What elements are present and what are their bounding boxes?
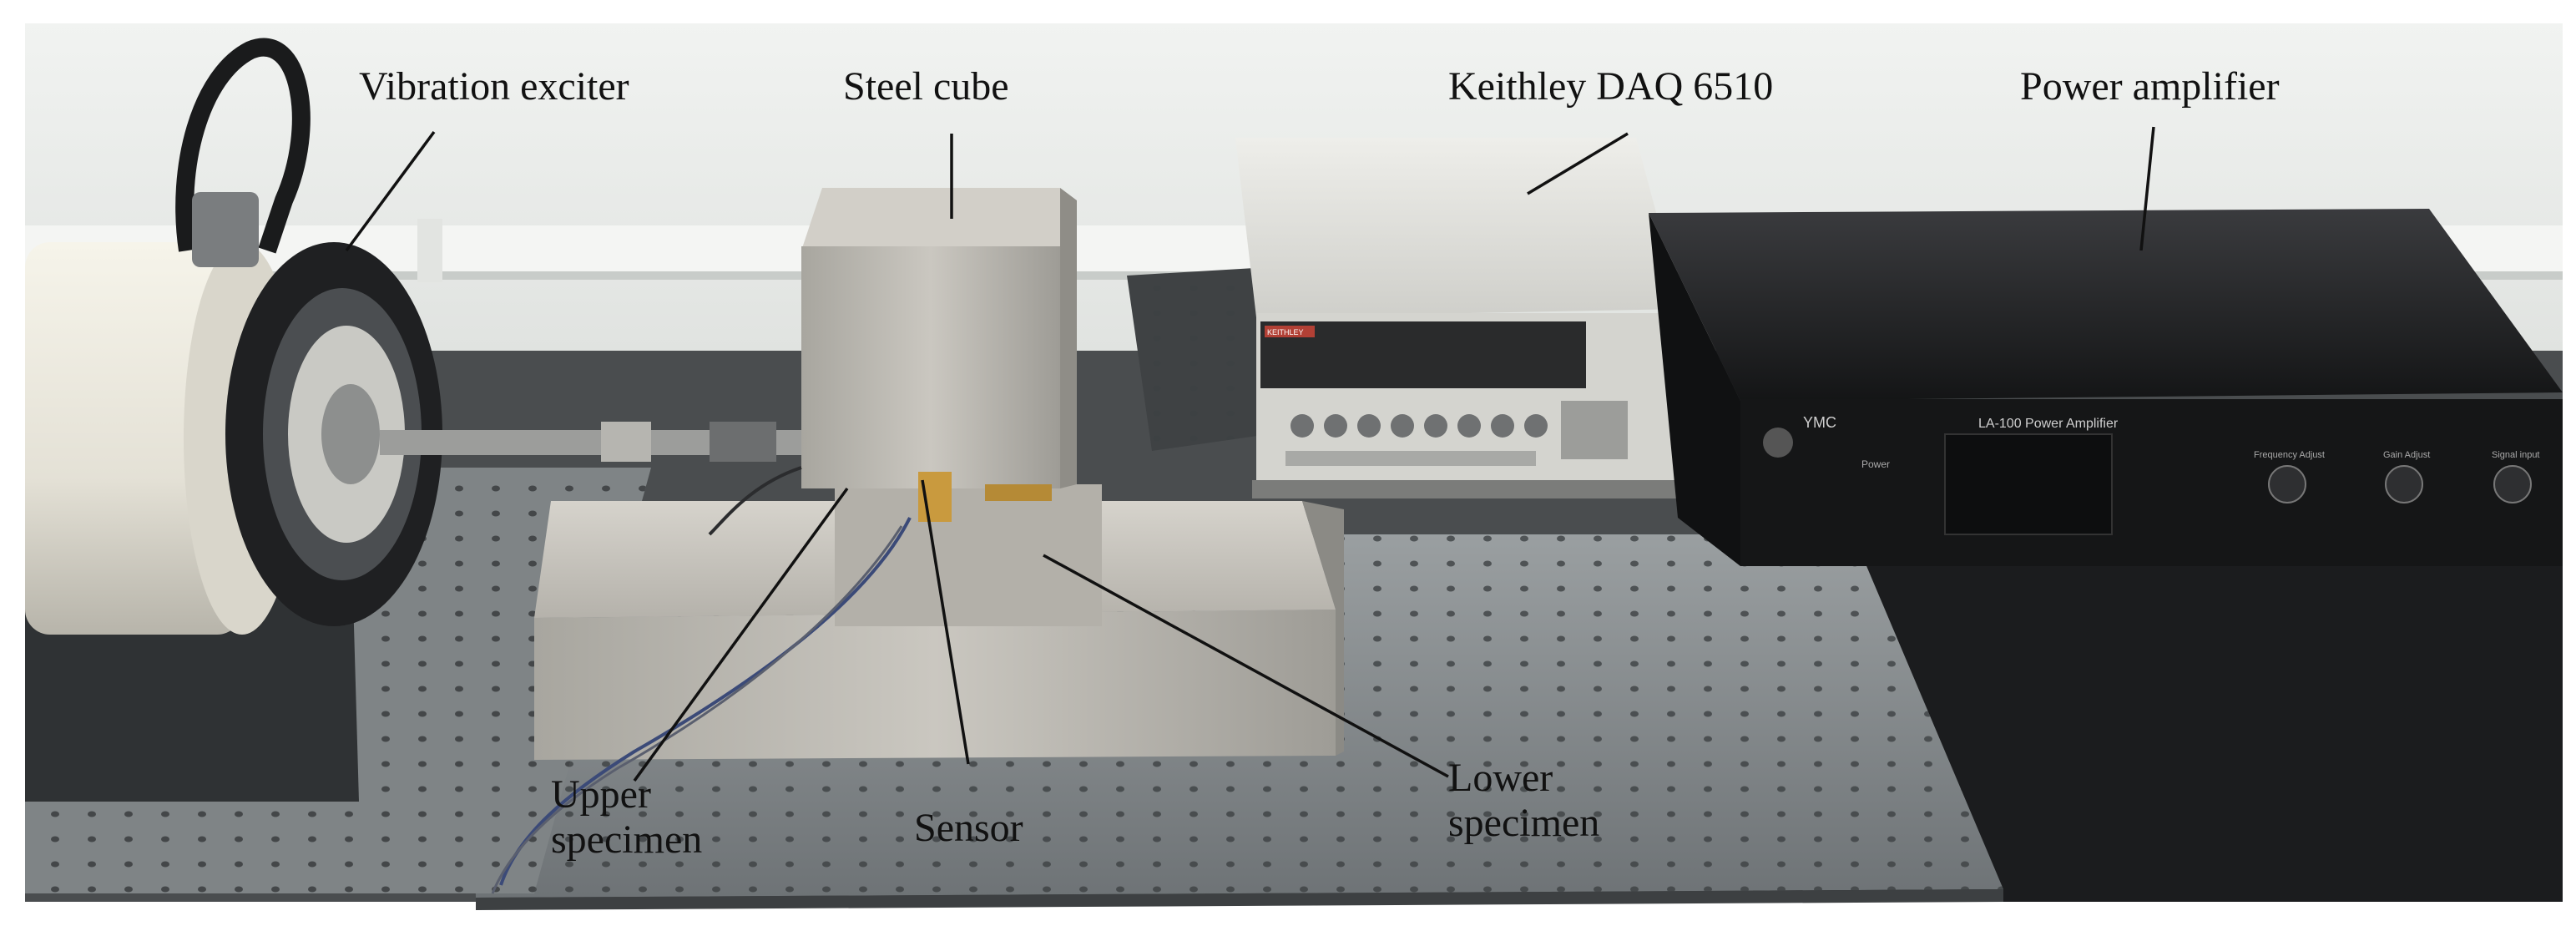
amplifier-knob xyxy=(2493,465,2532,503)
label-sensor: Sensor xyxy=(914,806,1023,850)
daq-brand-text: KEITHLEY xyxy=(1267,328,1304,336)
amplifier-power-text: Power xyxy=(1861,458,1890,470)
label-vibration-exciter: Vibration exciter xyxy=(359,64,629,109)
leader-lower-specimen xyxy=(1043,554,1449,778)
amplifier-knob xyxy=(2385,465,2423,503)
amplifier-knob-1-text: Frequency Adjust xyxy=(2254,450,2325,460)
label-lower-specimen: Lower specimen xyxy=(1448,758,1599,843)
lower-specimen-block xyxy=(534,610,1336,760)
amplifier-knob-3-text: Signal input xyxy=(2492,450,2540,460)
label-upper-specimen: Upper specimen xyxy=(551,775,702,860)
leader-lines xyxy=(345,126,2155,782)
amplifier-knob-2-text: Gain Adjust xyxy=(2383,450,2430,460)
sensor-wire xyxy=(499,517,912,886)
steel-cube-top xyxy=(801,188,1060,250)
daq-top xyxy=(1235,138,1682,317)
leader-vibration-exciter xyxy=(345,130,436,252)
daq-buttons xyxy=(1285,401,1628,466)
label-upper-specimen-line1: Upper xyxy=(551,772,651,817)
label-lower-specimen-line2: specimen xyxy=(1448,801,1600,845)
label-steel-cube: Steel cube xyxy=(843,64,1009,109)
power-amplifier-front xyxy=(1740,399,2563,566)
amplifier-brand-text: YMC xyxy=(1803,414,1836,431)
sensor-element xyxy=(918,472,952,522)
leader-sensor xyxy=(921,479,970,765)
lower-specimen-support xyxy=(835,484,1102,626)
leader-upper-specimen xyxy=(633,487,849,782)
vibration-exciter-body xyxy=(25,242,242,635)
leader-power-amplifier xyxy=(2139,126,2155,251)
label-lower-specimen-line1: Lower xyxy=(1448,756,1553,800)
label-keithley-daq: Keithley DAQ 6510 xyxy=(1448,64,1774,109)
leader-daq xyxy=(1527,132,1629,195)
power-amplifier-top xyxy=(1649,209,2563,401)
amplifier-power-knob xyxy=(1763,428,1793,458)
amplifier-model-text: LA-100 Power Amplifier xyxy=(1978,417,2119,431)
exciter-cable xyxy=(175,38,311,254)
label-upper-specimen-line2: specimen xyxy=(551,817,703,862)
steel-cube xyxy=(801,246,1060,488)
amplifier-knob xyxy=(2268,465,2306,503)
label-power-amplifier: Power amplifier xyxy=(2020,64,2280,109)
amplifier-display xyxy=(1944,433,2113,535)
